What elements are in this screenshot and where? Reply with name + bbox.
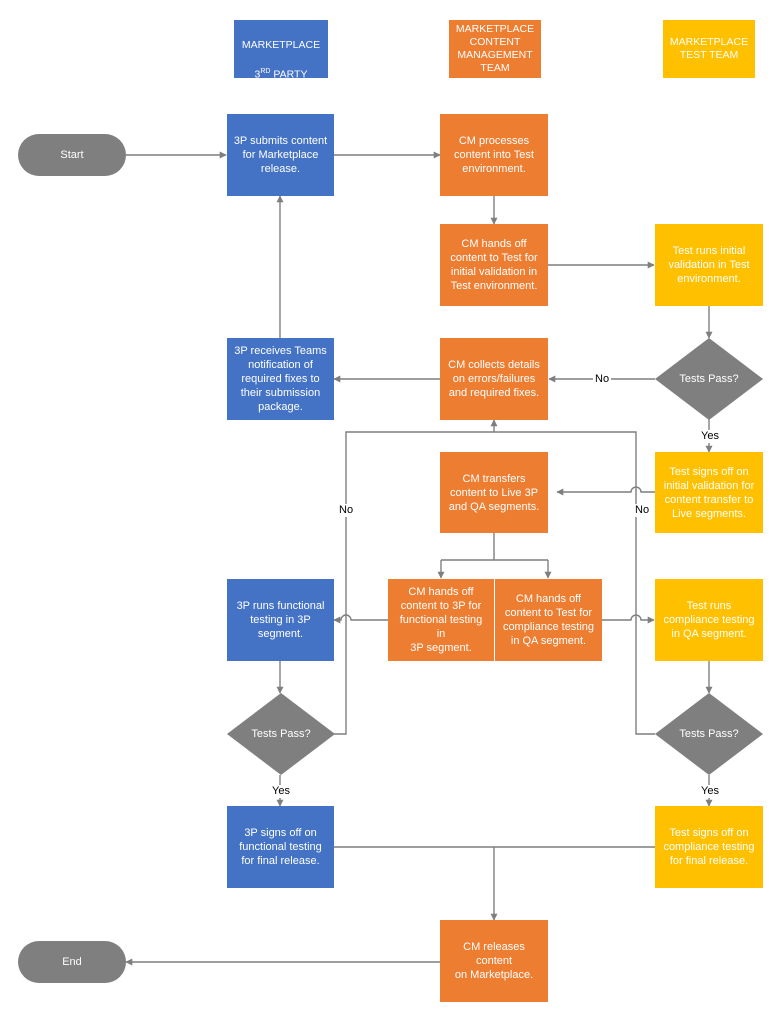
step-cm-processes: CM processes content into Test environme… xyxy=(440,114,548,196)
lane-header-test-team: MARKETPLACE TEST TEAM xyxy=(663,20,755,78)
lane-header-partner-line2: 3RD PARTY xyxy=(240,65,322,82)
edge-decisionright-no xyxy=(494,431,655,735)
edge-label-yes-right: Yes xyxy=(699,785,721,798)
step-test-compliance: Test runs compliance testing in QA segme… xyxy=(655,579,763,661)
edge-decisionleft-no xyxy=(334,419,498,735)
step-test-signoff-final: Test signs off on compliance testing for… xyxy=(655,806,763,888)
decision-3p-pass: Tests Pass? xyxy=(251,728,311,740)
edge-label-no-1: No xyxy=(593,373,612,386)
step-3p-functional: 3P runs functional testing in 3P segment… xyxy=(227,579,334,661)
edge-label-no-right: No xyxy=(633,504,652,517)
lane-header-partner: MARKETPLACE 3RD PARTY PARTNER xyxy=(234,20,328,107)
edge-signoffs-release xyxy=(334,846,655,920)
step-test-signoff-initial: Test signs off on initial validation for… xyxy=(655,452,763,533)
decision-test-pass-2: Tests Pass? xyxy=(679,728,739,740)
lane-header-partner-party: PARTY xyxy=(270,68,308,81)
lane-header-partner-line3: PARTNER xyxy=(256,94,306,107)
edge-handoffqa-compliance xyxy=(602,614,655,624)
decision-test-pass-1: Tests Pass? xyxy=(679,373,739,385)
step-cm-transfers: CM transfers content to Live 3P and QA s… xyxy=(440,452,548,533)
step-cm-collects: CM collects details on errors/failures a… xyxy=(440,338,548,420)
start-terminal: Start xyxy=(18,134,126,176)
step-cm-handoff-compliance: CM hands off content to Test for complia… xyxy=(495,579,602,661)
edge-handoff3p-functional xyxy=(333,614,388,624)
lane-header-cm-team: MARKETPLACE CONTENT MANAGEMENT TEAM xyxy=(449,20,541,78)
step-3p-signoff: 3P signs off on functional testing for f… xyxy=(227,806,334,888)
decision-3p-pass-shape xyxy=(227,693,335,775)
lane-header-partner-sup: RD xyxy=(260,68,271,75)
decision-test-pass-1-shape xyxy=(655,338,763,420)
edge-label-yes-1: Yes xyxy=(699,430,721,443)
step-3p-receives: 3P receives Teams notification of requir… xyxy=(227,338,334,420)
edge-label-yes-left: Yes xyxy=(270,785,292,798)
lane-header-partner-num: 3 xyxy=(254,68,261,81)
decision-test-pass-2-shape xyxy=(655,693,763,775)
step-cm-handoff-test: CM hands off content to Test for initial… xyxy=(440,224,548,306)
step-3p-submits: 3P submits content for Marketplace relea… xyxy=(227,114,334,196)
step-cm-handoff-3p: CM hands off content to 3P for functiona… xyxy=(388,579,494,661)
step-test-initial: Test runs initial validation in Test env… xyxy=(655,224,763,306)
lane-header-partner-line1: MARKETPLACE xyxy=(241,39,321,51)
step-cm-releases: CM releases content on Marketplace. xyxy=(440,920,548,1002)
edge-signoff-transfer xyxy=(556,486,655,496)
edge-transfer-split xyxy=(441,533,548,561)
end-terminal: End xyxy=(18,941,126,983)
edge-label-no-left: No xyxy=(337,504,356,517)
